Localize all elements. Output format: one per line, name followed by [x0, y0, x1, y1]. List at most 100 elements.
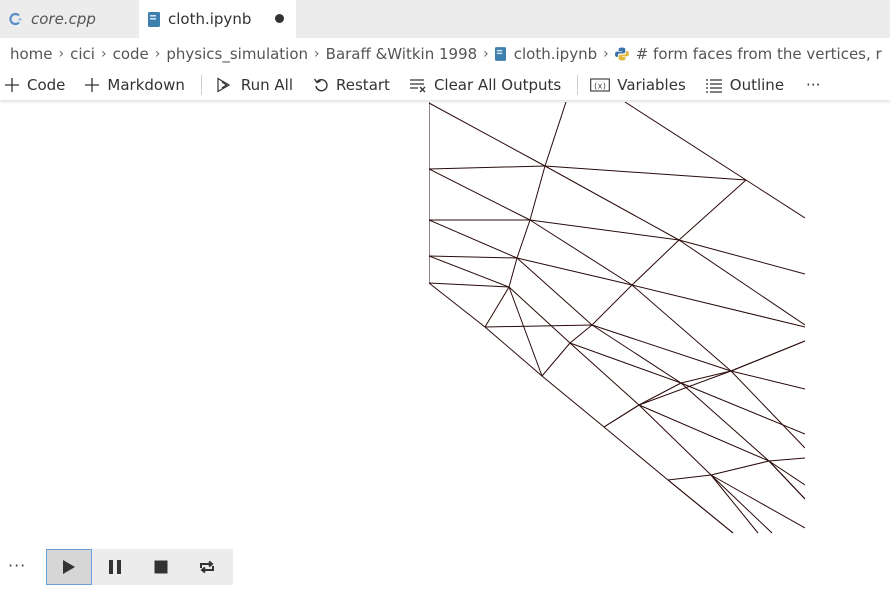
mesh-edge	[569, 342, 640, 406]
breadcrumb-notebook-label: cloth.ipynb	[513, 45, 598, 63]
cloth-mesh-plot	[429, 102, 805, 534]
breadcrumb-cell-label: # form faces from the vertices, r	[635, 45, 882, 63]
mesh-edge	[429, 282, 510, 288]
plus-icon	[85, 78, 100, 92]
mesh-edge	[638, 382, 682, 406]
mesh-edge	[710, 474, 805, 529]
mesh-edge	[603, 404, 640, 428]
mesh-edge	[768, 460, 805, 500]
chevron-right-icon: ›	[58, 46, 65, 62]
mesh-edge	[429, 165, 546, 170]
mesh-edge	[591, 324, 682, 384]
mesh-edge	[569, 324, 593, 344]
notebook-icon	[494, 47, 506, 61]
clear-all-outputs-button[interactable]: Clear All Outputs	[409, 70, 561, 100]
mesh-edge	[544, 102, 567, 167]
more-actions-button[interactable]: ···	[806, 76, 821, 94]
mesh-edge	[516, 257, 593, 326]
outline-button[interactable]: Outline	[705, 70, 784, 100]
mesh-edge	[529, 165, 546, 221]
notebook-icon	[148, 11, 160, 27]
plus-icon	[5, 78, 19, 92]
run-all-label: Run All	[240, 76, 294, 94]
mesh-edge	[591, 324, 732, 372]
play-icon	[63, 560, 75, 574]
add-code-label: Code	[27, 76, 66, 94]
mesh-edge	[429, 219, 518, 259]
cpp-file-icon: +	[9, 12, 23, 26]
mesh-edge	[730, 340, 805, 372]
mesh-edge	[638, 404, 712, 476]
add-code-cell-button[interactable]: Code	[4, 70, 65, 100]
mesh-edge	[624, 102, 747, 181]
breadcrumb-item-code[interactable]: code	[112, 45, 149, 63]
chevron-right-icon: ›	[154, 46, 161, 62]
breadcrumb: home › cici › code › physics_simulation …	[0, 38, 890, 70]
mesh-edge	[730, 370, 805, 449]
breadcrumb-item-notebook[interactable]: cloth.ipynb	[494, 45, 598, 63]
svg-text:+: +	[18, 17, 23, 24]
unsaved-dot-icon[interactable]	[275, 14, 284, 23]
svg-text:(x): (x)	[593, 81, 607, 90]
mesh-edge	[429, 282, 486, 328]
restart-button[interactable]: Restart	[313, 70, 390, 100]
mesh-edge	[569, 342, 682, 384]
tab-core-cpp[interactable]: + core.cpp	[0, 0, 139, 38]
pause-icon	[109, 560, 121, 574]
mesh-edge	[638, 370, 732, 406]
mesh-edge	[631, 284, 732, 372]
mesh-edge	[429, 168, 531, 221]
restart-icon	[313, 78, 328, 92]
add-markdown-cell-button[interactable]: Markdown	[84, 70, 185, 100]
run-all-button[interactable]: Run All	[216, 70, 293, 100]
mesh-edge	[730, 370, 805, 390]
tab-label: core.cpp	[31, 10, 96, 28]
mesh-edge	[508, 286, 571, 344]
restart-label: Restart	[336, 76, 390, 94]
mesh-edge	[484, 326, 543, 377]
mesh-edge	[768, 457, 805, 462]
breadcrumb-item-cell[interactable]: # form faces from the vertices, r	[614, 45, 882, 63]
mesh-edge	[516, 219, 531, 259]
mesh-edge	[680, 382, 770, 462]
pause-button[interactable]	[92, 549, 138, 585]
outline-icon	[705, 79, 722, 93]
mesh-edge	[541, 342, 571, 377]
stop-button[interactable]	[138, 549, 184, 585]
mesh-edge	[508, 286, 543, 377]
play-button[interactable]	[46, 549, 92, 585]
mesh-edge	[508, 257, 518, 288]
mesh-edge	[631, 284, 805, 328]
variables-label: Variables	[617, 76, 686, 94]
animation-player	[46, 549, 233, 585]
chevron-right-icon: ›	[100, 46, 107, 62]
breadcrumb-item-physics-simulation[interactable]: physics_simulation	[166, 45, 309, 63]
stop-icon	[154, 560, 168, 574]
mesh-edge	[678, 239, 805, 275]
notebook-toolbar: Code Markdown Run All Restart Clear All …	[0, 70, 890, 100]
mesh-edge	[768, 460, 805, 486]
mesh-edge	[710, 474, 773, 534]
mesh-edge	[680, 382, 805, 435]
tab-label: cloth.ipynb	[168, 10, 252, 28]
mesh-edge	[484, 324, 593, 328]
tab-cloth-ipynb[interactable]: cloth.ipynb	[139, 0, 296, 38]
mesh-edge	[638, 404, 770, 462]
variables-button[interactable]: (x) Variables	[590, 70, 686, 100]
output-more-button[interactable]: ···	[8, 556, 27, 575]
mesh-edge	[544, 165, 680, 241]
mesh-edge	[667, 474, 712, 481]
breadcrumb-item-baraff-witkin[interactable]: Baraff &Witkin 1998	[325, 45, 478, 63]
toolbar-divider	[200, 75, 202, 95]
mesh-edge	[678, 179, 747, 241]
mesh-edge	[541, 375, 605, 428]
mesh-edge	[484, 286, 510, 328]
mesh-edge	[429, 255, 510, 288]
mesh-edge	[603, 426, 669, 481]
breadcrumb-item-cici[interactable]: cici	[70, 45, 95, 63]
chevron-right-icon: ›	[603, 46, 609, 62]
mesh-edge	[516, 257, 633, 286]
repeat-button[interactable]	[184, 549, 230, 585]
breadcrumb-item-home[interactable]: home	[10, 45, 53, 63]
mesh-edge	[667, 479, 734, 534]
